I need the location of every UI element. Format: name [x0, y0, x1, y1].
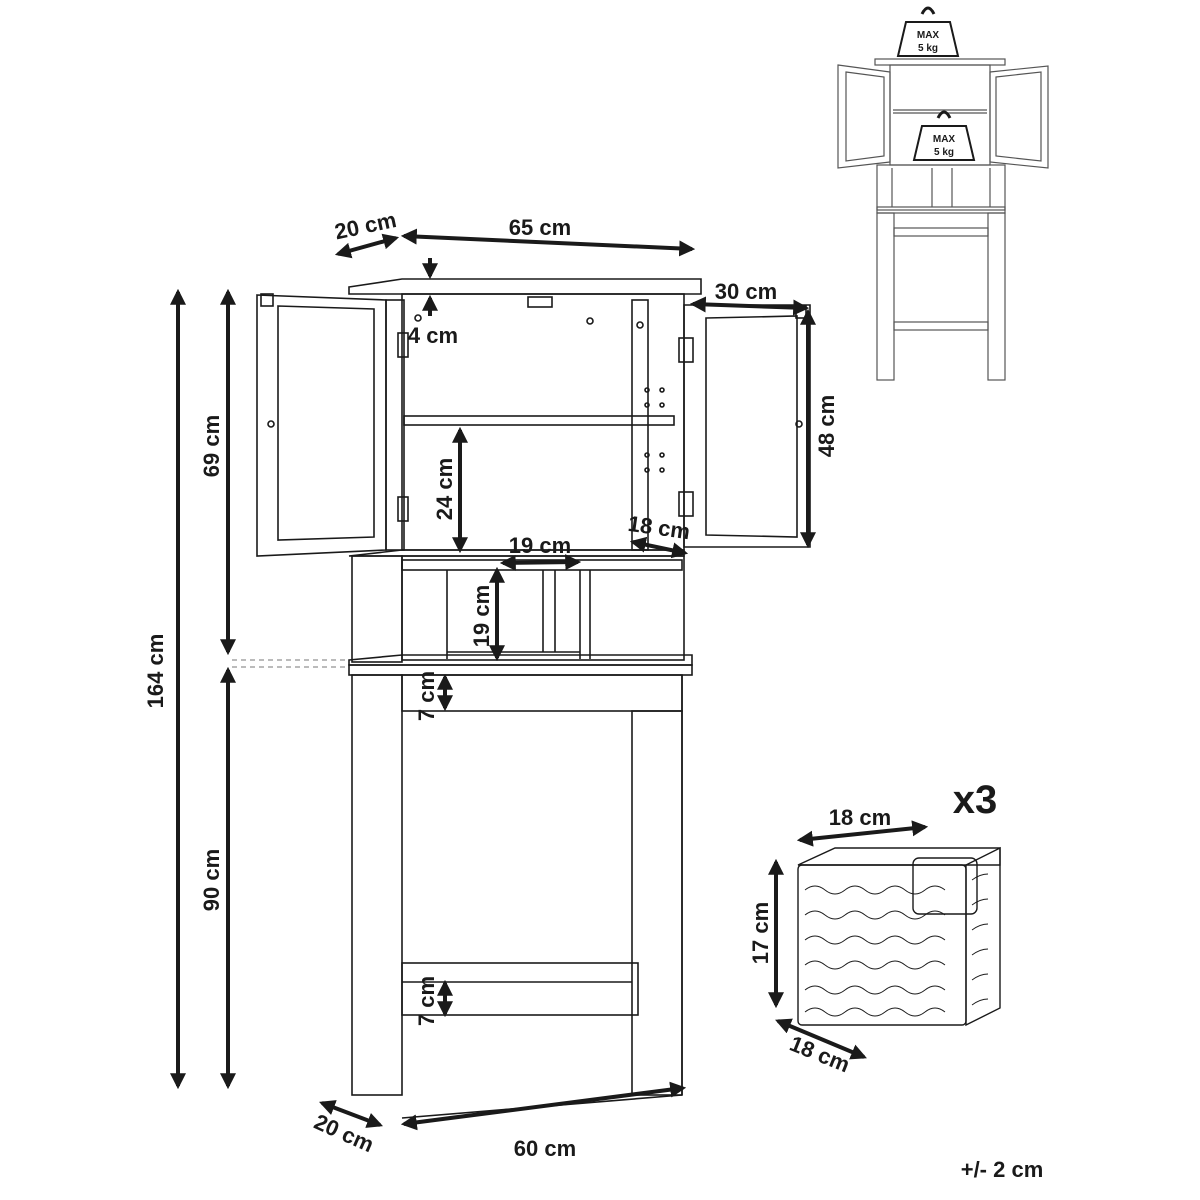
- max-label-lower: MAX: [933, 134, 956, 145]
- tolerance-note: +/- 2 cm: [961, 1157, 1044, 1182]
- dim-top-overhang: 4 cm: [408, 323, 458, 348]
- dim-width-bottom: 60 cm: [514, 1136, 576, 1161]
- dim-cabinet-height: 69 cm: [199, 415, 224, 477]
- basket-width: 18 cm: [829, 805, 891, 830]
- dimension-arrows: [170, 228, 816, 1131]
- basket-dimension-arrows: [768, 820, 929, 1060]
- cabinet-drawing: [256, 278, 811, 1119]
- basket-drawing: [797, 846, 1001, 1027]
- basket-quantity: x3: [953, 778, 998, 822]
- dim-total-height: 164 cm: [143, 634, 168, 709]
- max-label-upper: MAX: [917, 30, 940, 41]
- dim-width-top: 65 cm: [509, 215, 571, 240]
- dim-shelf-height: 24 cm: [432, 458, 457, 520]
- dim-base-height: 90 cm: [199, 849, 224, 911]
- dim-cubby-height: 19 cm: [469, 585, 494, 647]
- weight-label-lower: 5 kg: [934, 147, 954, 158]
- dim-door-width: 30 cm: [715, 279, 777, 304]
- weight-label-upper: 5 kg: [918, 43, 938, 54]
- dim-cubby-width: 19 cm: [509, 533, 571, 558]
- basket-height: 17 cm: [748, 902, 773, 964]
- dim-depth-bottom: 20 cm: [310, 1109, 377, 1157]
- dim-rail-upper: 7 cm: [414, 671, 439, 721]
- weight-icon: MAX 5 kg: [912, 110, 976, 161]
- dim-rail-lower: 7 cm: [414, 976, 439, 1026]
- thumbnail-overview: [837, 58, 1049, 381]
- weight-icon: MAX 5 kg: [896, 6, 960, 57]
- dim-door-height: 48 cm: [814, 395, 839, 457]
